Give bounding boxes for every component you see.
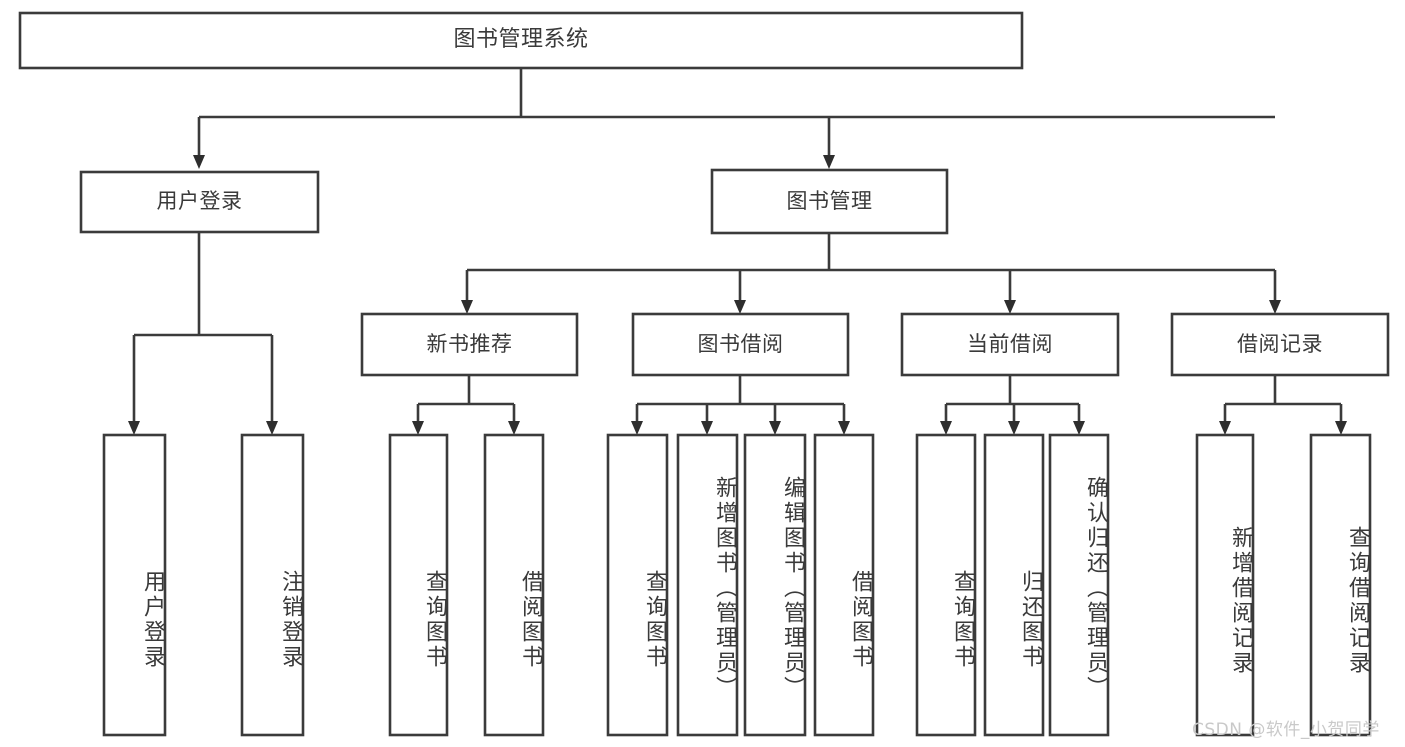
node-box-current-borrow[interactable]: [900, 312, 1120, 377]
connector-drop-book-manage: [823, 117, 835, 169]
node-box-user-login[interactable]: [79, 170, 320, 234]
leaf-box-query-book-a[interactable]: [388, 433, 449, 737]
leaf-box-user-login[interactable]: [102, 433, 167, 737]
leaf-box-borrow-book-a[interactable]: [483, 433, 545, 737]
connector-borrow-record-to-leaves: [1219, 375, 1347, 435]
node-box-book-manage[interactable]: [710, 168, 949, 235]
node-box-new-book-recommend[interactable]: [360, 312, 579, 377]
leaf-box-add-book[interactable]: [676, 433, 739, 737]
connector-new-book-to-leaves: [412, 375, 520, 435]
leaf-box-borrow-book-b[interactable]: [813, 433, 875, 737]
leaf-box-add-borrow-record[interactable]: [1195, 433, 1255, 737]
leaf-box-query-book-b[interactable]: [606, 433, 669, 737]
connector-drop-user-login: [193, 117, 205, 169]
leaf-box-query-book-c[interactable]: [915, 433, 977, 737]
node-box-book-borrow[interactable]: [631, 312, 850, 377]
leaf-box-edit-book[interactable]: [743, 433, 807, 737]
connector-current-borrow-to-leaves: [940, 375, 1085, 435]
leaf-box-query-borrow-record[interactable]: [1309, 433, 1372, 737]
leaf-box-logout[interactable]: [240, 433, 305, 737]
connector-book-borrow-to-leaves: [631, 375, 850, 435]
node-box-root[interactable]: [18, 11, 1024, 70]
leaf-box-confirm-return[interactable]: [1048, 433, 1110, 737]
connector-root-to-level1: [199, 68, 1275, 119]
leaf-box-return-book[interactable]: [983, 433, 1045, 737]
node-box-borrow-record[interactable]: [1170, 312, 1390, 377]
connector-user-login-to-leaves: [128, 232, 278, 435]
connector-book-manage-to-level2: [461, 233, 1281, 314]
